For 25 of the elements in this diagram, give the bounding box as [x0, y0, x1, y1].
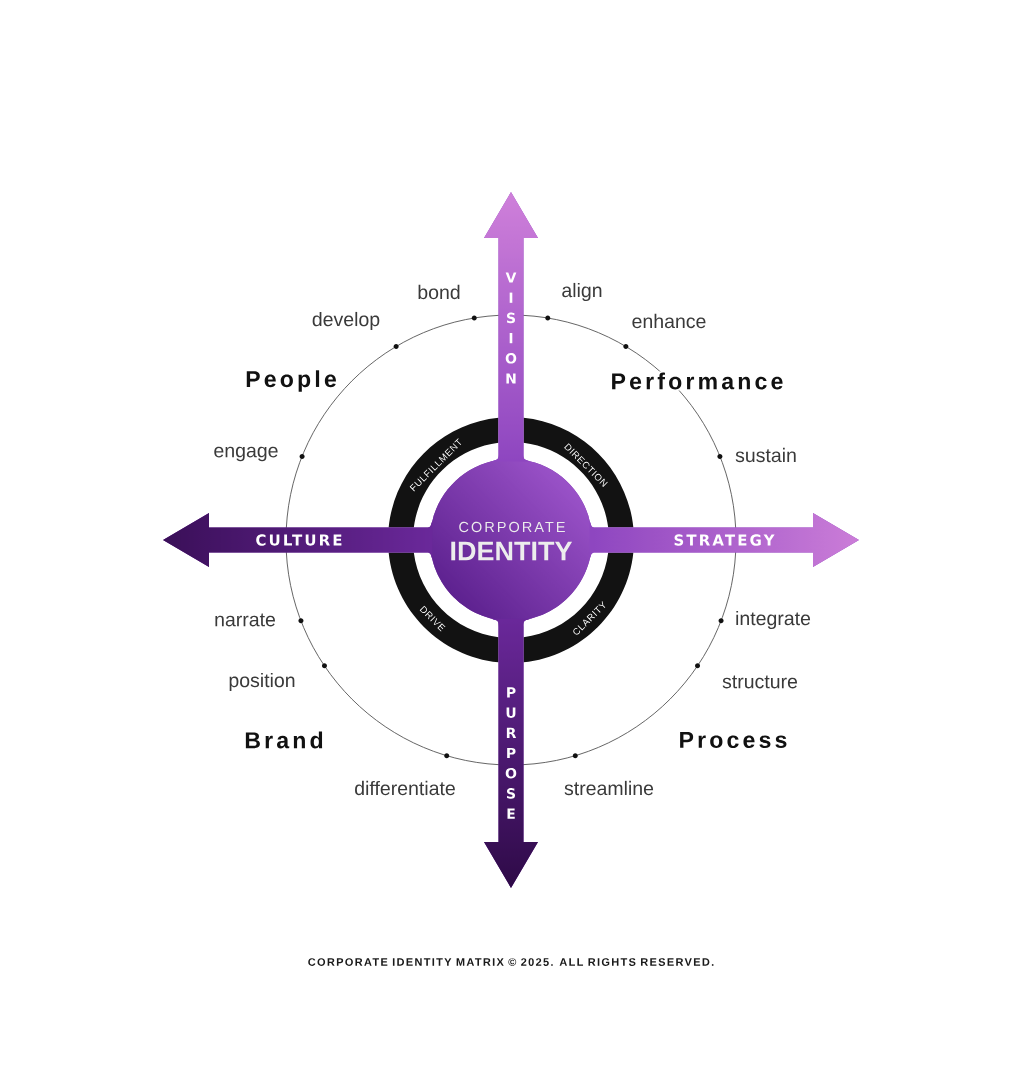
- keyword-label: align: [562, 282, 602, 302]
- quadrant-label: Performance: [609, 371, 785, 391]
- quadrant-label: Brand: [243, 730, 325, 750]
- arrow-label: PURPOSE: [505, 687, 517, 819]
- keyword-label: engage: [214, 446, 278, 462]
- arrow-label: CULTURE: [256, 534, 342, 546]
- arrow-label: STRATEGY: [674, 534, 775, 546]
- keyword-label: narrate: [215, 613, 275, 627]
- arrow-label: VISION: [505, 272, 517, 384]
- footer-text: CORPORATE IDENTITY MATRIX © 2025. ALL RIGHTS RESERVED.: [308, 958, 714, 966]
- keyword-label: differentiate: [355, 780, 455, 796]
- quadrant-label: People: [244, 369, 338, 393]
- quadrant-label: Process: [677, 731, 789, 750]
- keyword-label: integrate: [736, 610, 811, 630]
- arrow: [589, 513, 859, 567]
- arrow: [484, 618, 538, 888]
- arrow: [163, 513, 433, 567]
- keyword-label: develop: [312, 311, 380, 331]
- keyword-label: position: [229, 672, 295, 692]
- keyword-label: sustain: [735, 447, 796, 463]
- keyword-label: streamline: [564, 780, 654, 796]
- keyword-label: structure: [722, 675, 798, 689]
- keyword-label: enhance: [632, 313, 706, 329]
- keyword-label: bond: [418, 284, 460, 300]
- arrow: [484, 192, 538, 462]
